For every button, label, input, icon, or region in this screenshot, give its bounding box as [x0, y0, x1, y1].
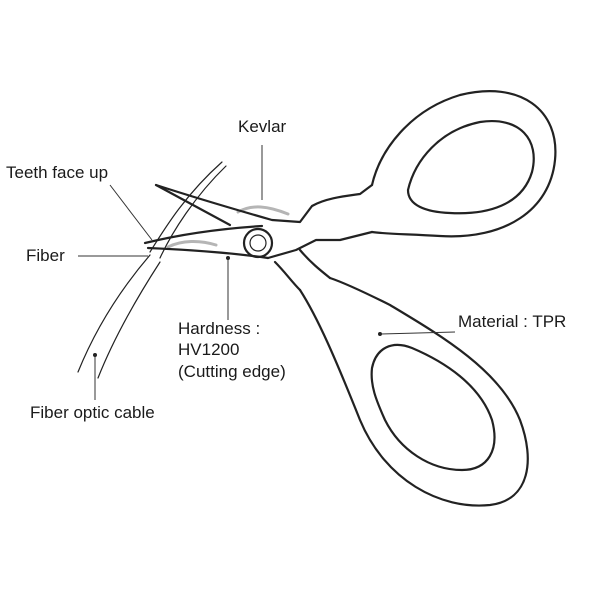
leader-dot-cable [93, 353, 97, 357]
leader-dot-material [378, 332, 382, 336]
label-hardness: Hardness : HV1200 (Cutting edge) [178, 319, 286, 381]
leader-material [379, 331, 456, 335]
cable-strand-outer [77, 254, 151, 373]
blade-lower-back [266, 230, 374, 260]
bare-fiber [149, 161, 223, 253]
leader-teeth [109, 184, 153, 241]
label-fiber: Fiber [26, 246, 65, 265]
label-material: Material : TPR [458, 312, 567, 331]
lower-handle-neck [273, 248, 332, 292]
lower-handle-outer [298, 276, 529, 507]
lower-handle-inner [370, 343, 496, 472]
upper-handle-outer [370, 90, 557, 238]
pivot-screw [242, 227, 274, 259]
pivot-screw-inner [249, 234, 267, 252]
upper-handle-inner [406, 119, 535, 215]
label-teeth-face-up: Teeth face up [6, 163, 109, 182]
label-kevlar: Kevlar [238, 117, 287, 136]
upper-blade-back [154, 183, 232, 227]
upper-blade [154, 183, 374, 224]
cable-strand-inner [97, 261, 161, 379]
leader-dot-hardness [226, 256, 230, 260]
label-fiber-optic-cable: Fiber optic cable [30, 403, 155, 422]
kevlar-strand-2 [166, 240, 218, 249]
